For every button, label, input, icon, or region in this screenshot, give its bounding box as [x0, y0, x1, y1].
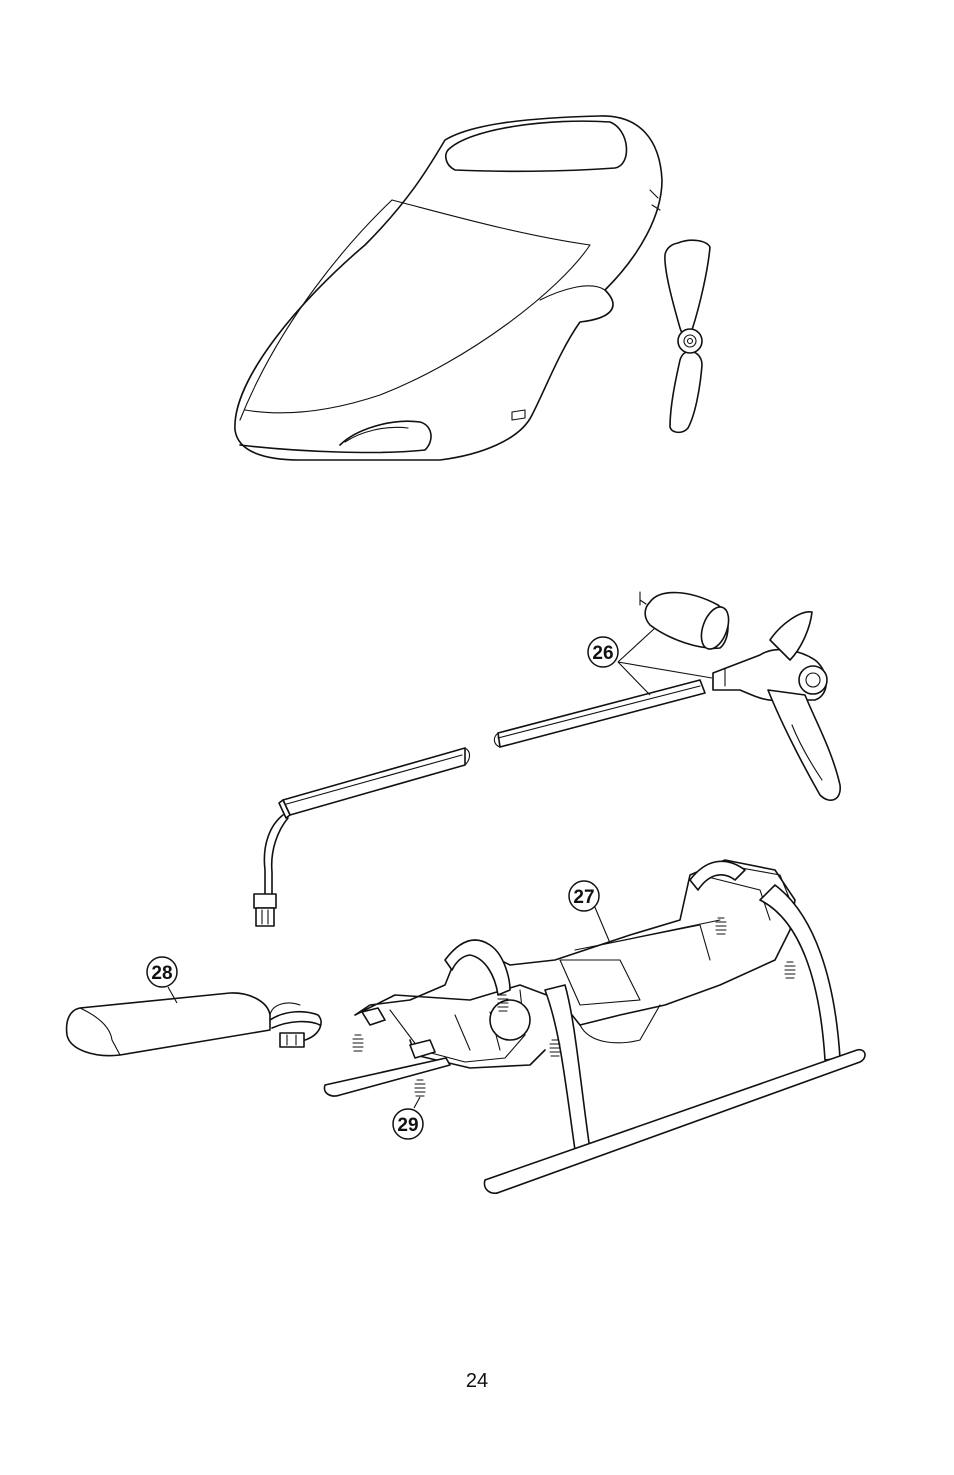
page-number: 24 — [0, 1370, 954, 1393]
callout-28: 28 — [147, 957, 177, 1003]
callout-27-label: 27 — [573, 887, 594, 908]
tail-motor-drawing — [640, 592, 734, 653]
main-frame-drawing — [324, 860, 865, 1193]
tail-rotor-drawing — [665, 240, 710, 432]
battery-drawing — [67, 993, 322, 1056]
callout-26-label: 26 — [592, 643, 613, 664]
callout-27: 27 — [569, 881, 610, 943]
tail-boom-drawing — [254, 680, 705, 926]
callout-28-label: 28 — [151, 963, 172, 984]
tail-bracket-drawing — [713, 612, 840, 800]
callout-29-label: 29 — [397, 1115, 418, 1136]
canopy-drawing — [235, 116, 662, 460]
callout-29: 29 — [393, 1097, 423, 1139]
